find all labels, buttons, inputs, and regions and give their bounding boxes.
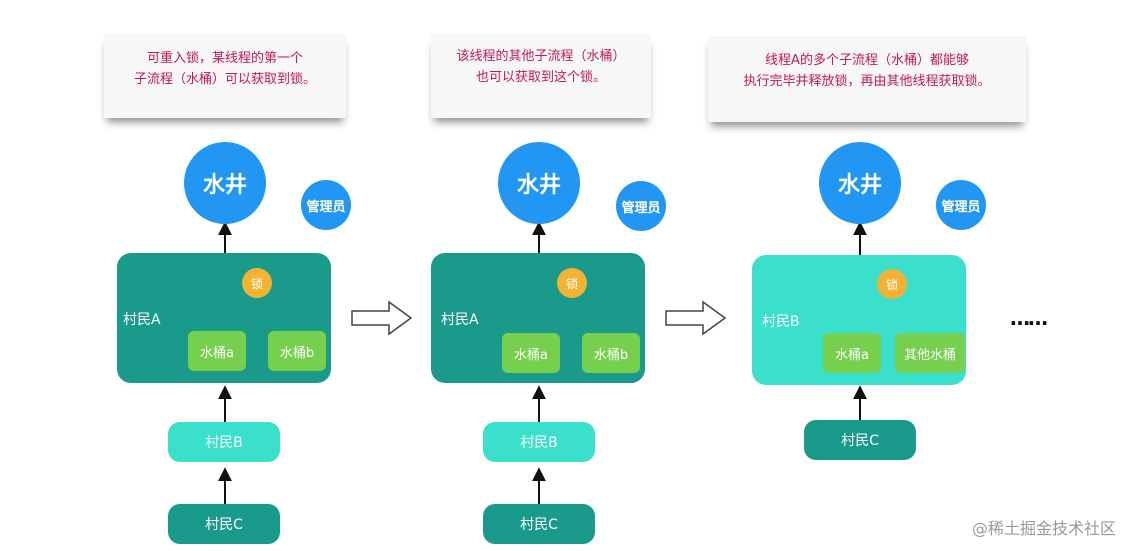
bucket-b-2: 水桶b [582, 333, 640, 373]
transition-arrow-2 [665, 300, 727, 336]
villager-a-label-1: 村民A [123, 312, 161, 328]
villager-c-3: 村民C [804, 420, 916, 460]
villager-b-2: 村民B [483, 422, 595, 462]
ellipsis: …… [1010, 306, 1048, 330]
note-3: 线程A的多个子流程（水桶）都能够 执行完毕并释放锁，再由其他线程获取锁。 [708, 36, 1026, 122]
admin-1: 管理员 [301, 180, 351, 230]
note-3-line-1: 线程A的多个子流程（水桶）都能够 [765, 53, 969, 68]
other-buckets-3: 其他水桶 [895, 333, 965, 373]
bucket-a-1: 水桶a [188, 331, 246, 371]
note-2-line-1: 该线程的其他子流程（水桶） [456, 49, 626, 64]
note-2: 该线程的其他子流程（水桶） 也可以获取到这个锁。 [431, 34, 651, 118]
transition-arrow-1 [351, 300, 413, 336]
panel-villager-a-1: 村民A 锁 水桶a 水桶b [117, 253, 331, 383]
well-2: 水井 [498, 142, 580, 224]
admin-3: 管理员 [936, 180, 986, 230]
well-3: 水井 [819, 142, 901, 224]
panel-villager-b-3: 村民B 锁 水桶a 其他水桶 [752, 255, 966, 385]
note-3-line-2: 执行完毕并释放锁，再由其他线程获取锁。 [743, 74, 991, 89]
well-1: 水井 [184, 142, 266, 224]
bucket-b-1: 水桶b [268, 331, 326, 371]
lock-icon-3: 锁 [877, 269, 907, 299]
villager-c-1: 村民C [168, 504, 280, 544]
panel-villager-a-2: 村民A 锁 水桶a 水桶b [431, 253, 645, 383]
villager-a-label-2: 村民A [441, 312, 479, 328]
lock-icon-2: 锁 [557, 268, 587, 298]
note-1-line-2: 子流程（水桶）可以获取到锁。 [133, 72, 316, 87]
villager-b-label-3: 村民B [762, 314, 800, 330]
villager-b-1: 村民B [168, 422, 280, 462]
villager-c-2: 村民C [483, 504, 595, 544]
lock-icon-1: 锁 [242, 268, 272, 298]
note-1-line-1: 可重入锁，某线程的第一个 [146, 51, 303, 66]
watermark: @稀土掘金技术社区 [971, 519, 1116, 538]
note-1: 可重入锁，某线程的第一个 子流程（水桶）可以获取到锁。 [104, 34, 346, 118]
bucket-a-2: 水桶a [502, 333, 560, 373]
note-2-line-2: 也可以获取到这个锁。 [475, 70, 606, 85]
bucket-a-3: 水桶a [823, 333, 881, 373]
admin-2: 管理员 [616, 181, 666, 231]
